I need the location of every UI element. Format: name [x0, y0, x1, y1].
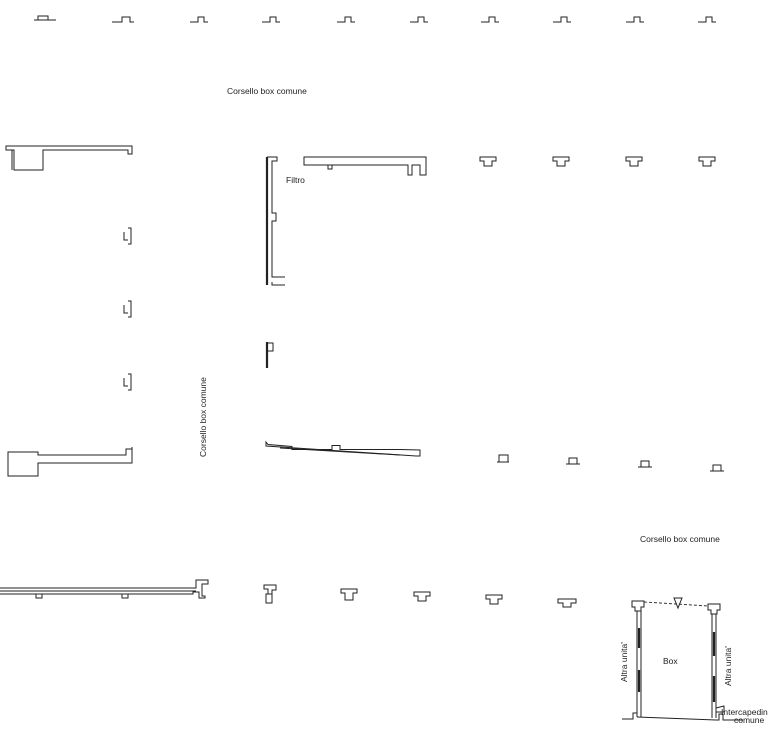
middle-stub: [265, 342, 274, 368]
filter-room-label: Filtro: [286, 175, 305, 185]
cavity-label-line2: comune: [734, 715, 765, 725]
pillar-symbol: [481, 16, 499, 23]
other-unit-label-left: Altra unita': [619, 642, 629, 682]
pillar-symbol: [190, 16, 208, 23]
corridor-label-top: Corsello box comune: [227, 86, 307, 96]
box-label: Box: [663, 656, 678, 666]
right-middle-pillars: [497, 454, 724, 472]
top-pillar-row: [34, 15, 716, 23]
pillar-symbol: [410, 16, 428, 23]
pillar-symbol: [262, 16, 280, 23]
box-unit: [622, 597, 743, 721]
pillar-symbol: [553, 16, 571, 23]
pillar-symbol: [698, 16, 716, 23]
corridor-label-right: Corsello box comune: [640, 534, 720, 544]
left-upper-wall: [5, 145, 133, 171]
left-wall-stubs: [123, 227, 132, 391]
pillar-symbol: [626, 16, 644, 23]
left-lower-wall: [7, 447, 133, 477]
right-upper-pillars: [479, 156, 716, 167]
other-unit-label-right: Altra unita': [723, 646, 733, 686]
bottom-long-wall: [0, 579, 209, 599]
cavity-label-line1: Intercapedine: [721, 707, 768, 717]
pillar-symbol: [337, 16, 355, 23]
bottom-pillars: [263, 584, 577, 608]
middle-long-wall: [265, 440, 421, 457]
pillar-symbol: [34, 15, 56, 21]
filter-room: [265, 156, 427, 286]
corridor-label-vertical: Corsello box comune: [198, 377, 208, 457]
pillar-symbol: [112, 16, 134, 23]
